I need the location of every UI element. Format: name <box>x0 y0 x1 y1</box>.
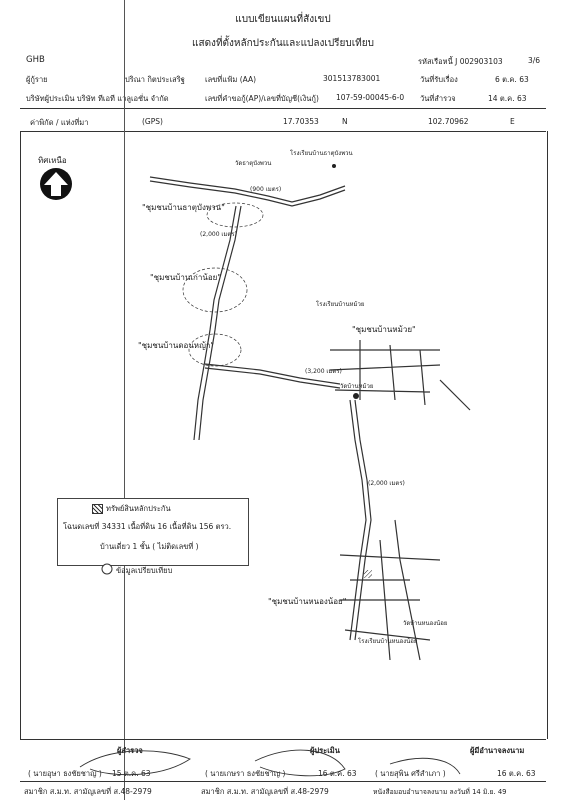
north-arrow-icon <box>40 168 72 200</box>
school-label: โรงเรียนบ้านหนองน้อย <box>358 638 418 645</box>
authority-name: ( นายสุพิน ศรีสำเภา ) <box>375 769 446 778</box>
legend-box: ทรัพย์สินหลักประกัน โฉนดเลขที่ 34331 เนื… <box>57 498 249 566</box>
community-label: "ชุมชนบ้านเก่าน้อย" <box>150 273 222 282</box>
gps-lon-dir: E <box>510 117 515 126</box>
north-label: ทิศเหนือ <box>38 156 67 165</box>
community-label: "ชุมชนบ้านดอนหญ้า" <box>138 341 215 350</box>
compare-label: ข้อมูลเปรียบเทียบ <box>116 566 173 575</box>
community-label: "ชุมชนบ้านหม้วย" <box>352 325 416 334</box>
appraiser-name: ( นายเกษรา ธงชัยชาญ ) <box>205 769 286 778</box>
received-label: วันที่รับเรื่อง <box>420 75 458 84</box>
applicant-label: ผู้กู้ราย <box>26 75 48 84</box>
authority-date: 16 ต.ค. 63 <box>497 769 536 778</box>
gps-lat: 17.70353 <box>283 117 319 126</box>
project-code: รหัสเรือหนี้ J 002903103 <box>418 57 503 66</box>
authority-license: หนังสือมอบอำนาจลงนาม ลงวันที่ 14 มิ.ย. 4… <box>373 788 507 796</box>
appraiser-date: 16 ต.ค. 63 <box>318 769 357 778</box>
school-label: โรงเรียนบ้านธาตุบังพวน <box>290 150 353 157</box>
org-name: GHB <box>26 55 45 65</box>
community-label: "ชุมชนบ้านหนองน้อย" <box>268 597 347 606</box>
surveyor-name: ( นายอุษา ธงชัยชาญ ) <box>28 769 102 778</box>
received-date: 6 ต.ค. 63 <box>495 75 529 84</box>
distance-label: (2,000 เมตร) <box>368 480 405 487</box>
house-text: บ้านเดี่ยว 1 ชั้น ( ไม่ติดเลขที่ ) <box>100 542 199 551</box>
surveyor-title: ผู้สำรวจ <box>117 746 143 755</box>
temple-label: วัดธาตุบังพวน <box>235 160 272 167</box>
collateral-hatch-icon <box>92 504 103 514</box>
community-label: "ชุมชนบ้านธาตุบังพวน" <box>142 203 225 212</box>
applicant-name: ปริณา กิตประเสริฐ <box>125 75 185 84</box>
page-title: แบบเขียนแผนที่สังเขป <box>235 14 331 25</box>
signature-scribbles <box>79 749 461 777</box>
page-subtitle: แสดงที่ตั้งหลักประกันและแปลงเปรียบเทียบ <box>192 38 374 49</box>
collateral-label: ทรัพย์สินหลักประกัน <box>106 504 171 513</box>
compare-circle-icon <box>101 563 113 575</box>
surveyor-license: สมาชิก ส.ม.ท. สามัญเลขที่ ส.48-2979 <box>24 787 152 796</box>
temple-label: วัดบ้านหนองน้อย <box>403 620 448 627</box>
appraiser-company: บริษัทผู้ประเมิน บริษัท ทีเอที แวลูเอชั่… <box>26 94 169 103</box>
distance-label: (900 เมตร) <box>250 186 282 193</box>
distance-label: (2,000 เมตร) <box>200 231 237 238</box>
ap-no: 107-59-00045-6-0 <box>336 93 405 102</box>
authority-title: ผู้มีอำนาจลงนาม <box>470 746 525 755</box>
gps-lat-dir: N <box>342 117 348 126</box>
school-label: โรงเรียนบ้านหม้วย <box>316 301 365 308</box>
distance-label: (3,200 เมตร) <box>305 368 342 375</box>
appraiser-title: ผู้ประเมิน <box>310 746 340 755</box>
gps-lon: 102.70962 <box>428 117 469 126</box>
ap-label: เลขที่คำขอกู้(AP)/เลขที่บัญชี(เงินกู้) <box>205 94 319 103</box>
deed-text: โฉนดเลขที่ 34331 เนื้อที่ดิน 16 เนื้อที่… <box>63 522 232 531</box>
account-label: เลขที่แฟ้ม (AA) <box>205 75 257 84</box>
page-number: 3/6 <box>528 56 541 65</box>
gps-label: ค่าพิกัด / แห่งที่มา <box>30 118 89 127</box>
survey-label: วันที่สำรวจ <box>420 94 456 103</box>
survey-date: 14 ต.ค. 63 <box>488 94 527 103</box>
gps-source: (GPS) <box>142 117 163 126</box>
account-no: 301513783001 <box>323 74 381 83</box>
temple-label: วัดบ้านหม้วย <box>340 383 374 390</box>
appraiser-license: สมาชิก ส.ม.ท. สามัญเลขที่ ส.48-2979 <box>201 787 329 796</box>
map-frame <box>20 131 548 739</box>
surveyor-date: 15 ต.ค. 63 <box>112 769 151 778</box>
